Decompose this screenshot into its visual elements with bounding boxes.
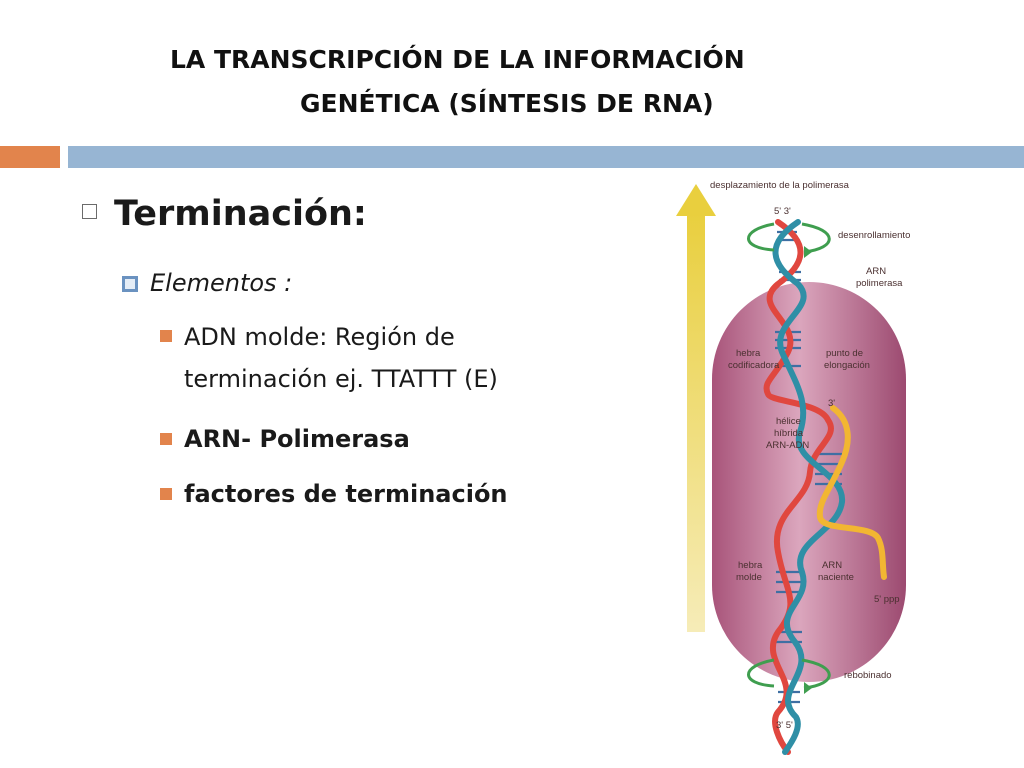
bullet-text: ADN molde: Región de terminación ej. TTA…: [184, 316, 498, 400]
rotation-arrows: [747, 222, 831, 694]
transcription-diagram: desplazamiento de la polimerasa 5' 3' de…: [676, 180, 910, 755]
accent-bar-orange: [0, 146, 60, 168]
label-polymerase-1: ARN: [866, 266, 886, 277]
label-unwinding: desenrollamiento: [838, 230, 910, 241]
label-template-2: molde: [736, 572, 762, 583]
bullet-text: factores de terminación: [184, 480, 508, 508]
label-five-ppp: 5' ppp: [874, 594, 900, 605]
label-three-prime: 3': [828, 398, 835, 409]
label-top-ends: 5' 3': [774, 206, 791, 217]
label-coding-1: hebra: [736, 348, 761, 359]
orange-square-bullet-icon: [160, 433, 172, 445]
label-bottom-ends: 3' 5': [776, 720, 793, 731]
bullet-line-1: ADN molde: Región de: [184, 323, 455, 351]
label-hybrid-3: ARN-ADN: [766, 440, 809, 451]
slide-title: LA TRANSCRIPCIÓN DE LA INFORMACIÓN GENÉT…: [140, 38, 900, 126]
blue-square-bullet-icon: [122, 276, 138, 292]
label-nascent-1: ARN: [822, 560, 842, 571]
label-displacement: desplazamiento de la polimerasa: [710, 180, 850, 191]
heading-text: Terminación:: [114, 194, 367, 234]
label-polymerase-2: polimerasa: [856, 278, 903, 289]
title-line-1: LA TRANSCRIPCIÓN DE LA INFORMACIÓN: [170, 45, 745, 74]
label-nascent-2: naciente: [818, 572, 854, 583]
slide-content: Terminación: Elementos : ADN molde: Regi…: [82, 194, 508, 508]
hollow-square-bullet-icon: [82, 204, 97, 219]
accent-bar-blue: [68, 146, 1024, 168]
label-elongation-2: elongación: [824, 360, 870, 371]
displacement-arrow: [676, 184, 716, 632]
bullet-text: ARN- Polimerasa: [184, 425, 410, 453]
label-hybrid-2: híbrida: [774, 428, 804, 439]
label-rewinding: rebobinado: [844, 670, 892, 681]
orange-square-bullet-icon: [160, 488, 172, 500]
orange-square-bullet-icon: [160, 330, 172, 342]
subheading-text: Elementos :: [150, 269, 293, 297]
bullet-line-2: terminación ej. TTATTT (E): [184, 365, 498, 393]
dna-helix: [763, 219, 887, 755]
label-elongation-1: punto de: [826, 348, 863, 359]
label-coding-2: codificadora: [728, 360, 780, 371]
title-line-2: GENÉTICA (SÍNTESIS DE RNA): [300, 89, 714, 118]
label-hybrid-1: hélice: [776, 416, 801, 427]
label-template-1: hebra: [738, 560, 763, 571]
